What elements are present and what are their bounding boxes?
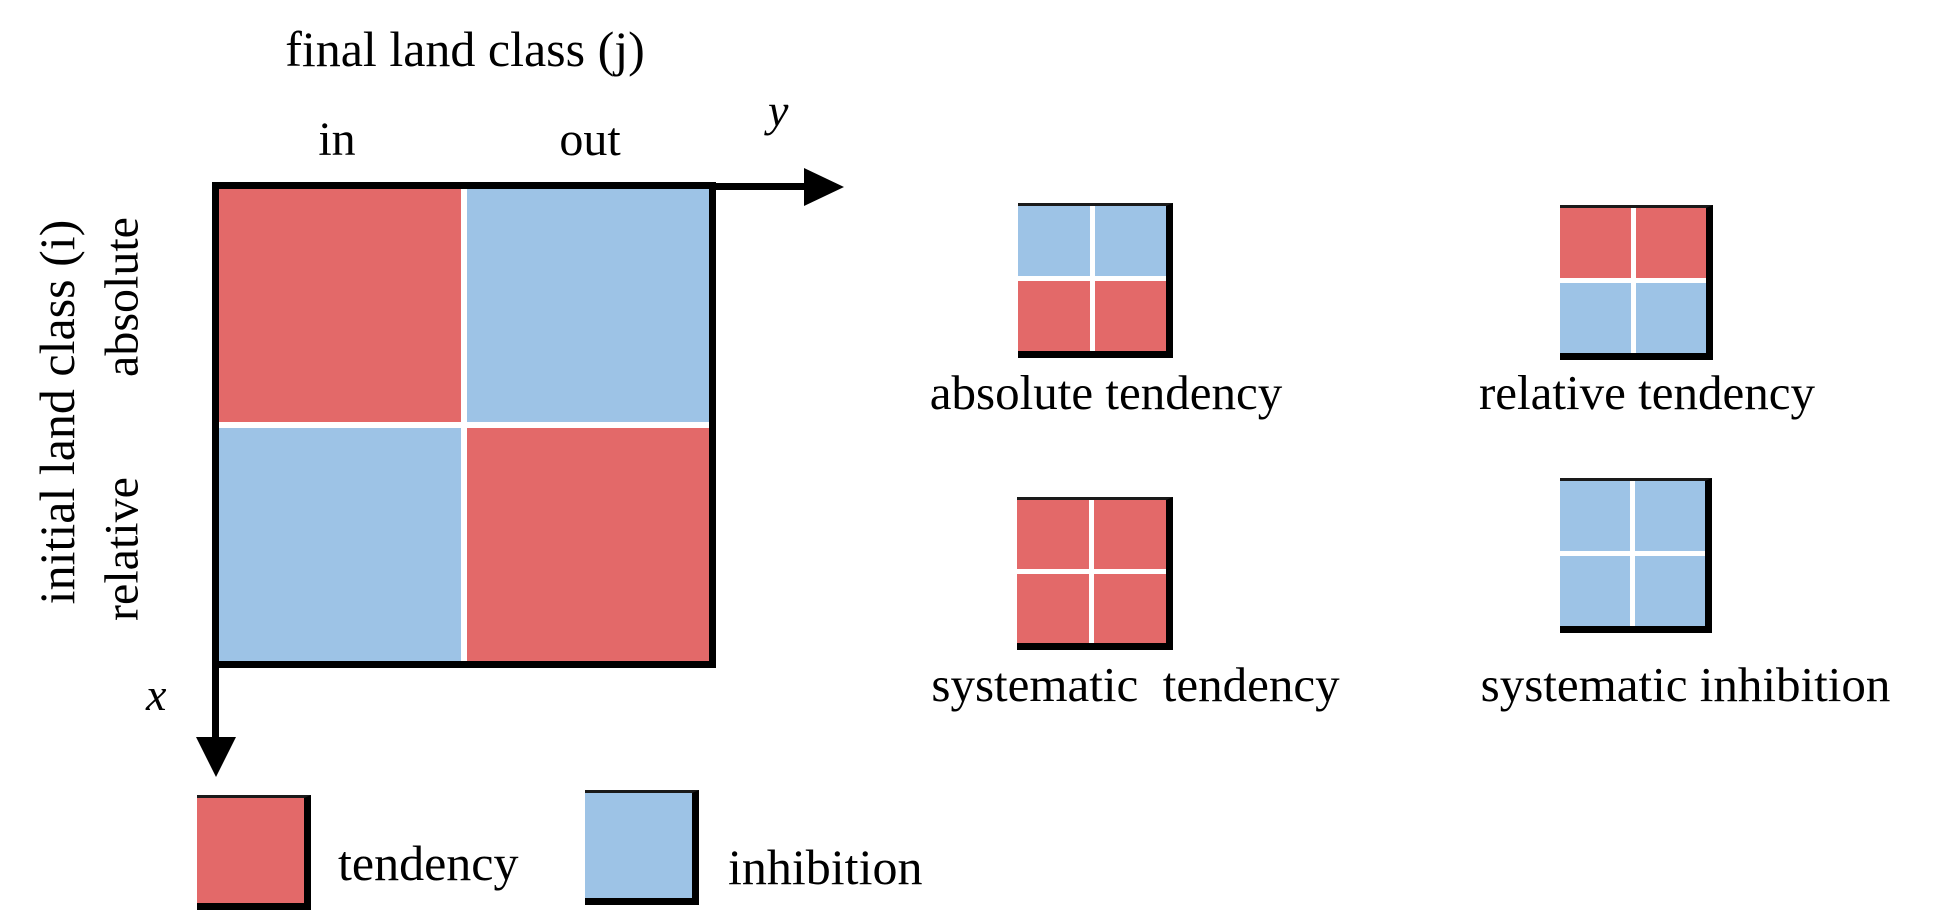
legend-label-tendency: tendency	[338, 835, 519, 891]
y-axis-line	[716, 183, 806, 190]
matrix-cell-inhibition	[1560, 283, 1631, 353]
y-axis-arrow-icon	[804, 168, 844, 206]
column-axis-title: final land class (j)	[285, 21, 645, 77]
matrix-cell-inhibition	[1094, 206, 1166, 276]
matrix-cell-tendency	[467, 428, 709, 661]
caption-relative-tendency: relative tendency	[1478, 365, 1815, 420]
matrix-cell-inhibition	[1635, 283, 1706, 353]
column-label-in: in	[318, 113, 356, 166]
caption-systematic-inhibition: systematic inhibition	[1480, 657, 1891, 712]
matrix-cell-inhibition	[1635, 556, 1705, 626]
matrix-cell-inhibition	[1635, 481, 1705, 551]
matrix-cell-inhibition	[467, 189, 709, 422]
main-transition-matrix	[212, 182, 716, 668]
matrix-cell-inhibition	[1018, 206, 1090, 276]
column-label-out: out	[559, 113, 621, 166]
matrix-cell-tendency	[1018, 281, 1090, 351]
x-axis-line	[212, 668, 219, 738]
matrix-cell-tendency	[219, 189, 461, 422]
matrix-cell-inhibition	[1560, 481, 1630, 551]
matrix-cell-tendency	[1017, 500, 1089, 569]
x-axis-label: x	[146, 669, 167, 720]
row-axis-title: initial land class (i)	[29, 219, 85, 605]
legend-swatch-tendency	[197, 795, 311, 910]
y-axis-label: y	[768, 85, 789, 136]
legend-label-inhibition: inhibition	[728, 839, 923, 895]
row-label-absolute: absolute	[95, 217, 149, 377]
matrix-cell-tendency	[1635, 208, 1706, 278]
mini-matrix-systematic-tendency	[1017, 497, 1173, 650]
mini-matrix-systematic-inhibition	[1560, 478, 1712, 633]
row-label-relative: relative	[95, 477, 149, 621]
caption-systematic-tendency: systematic tendency	[931, 657, 1340, 712]
matrix-cell-inhibition	[219, 428, 461, 661]
x-axis-arrow-icon	[196, 737, 236, 777]
matrix-cell-tendency	[1094, 281, 1166, 351]
matrix-cell-inhibition	[1560, 556, 1630, 626]
matrix-cell-tendency	[1017, 574, 1089, 643]
mini-matrix-absolute-tendency	[1018, 203, 1173, 358]
matrix-cell-tendency	[1094, 500, 1166, 569]
caption-absolute-tendency: absolute tendency	[929, 365, 1283, 420]
matrix-cell-tendency	[1094, 574, 1166, 643]
mini-matrix-relative-tendency	[1560, 205, 1713, 360]
legend-swatch-inhibition	[585, 790, 699, 905]
matrix-cell-tendency	[1560, 208, 1631, 278]
